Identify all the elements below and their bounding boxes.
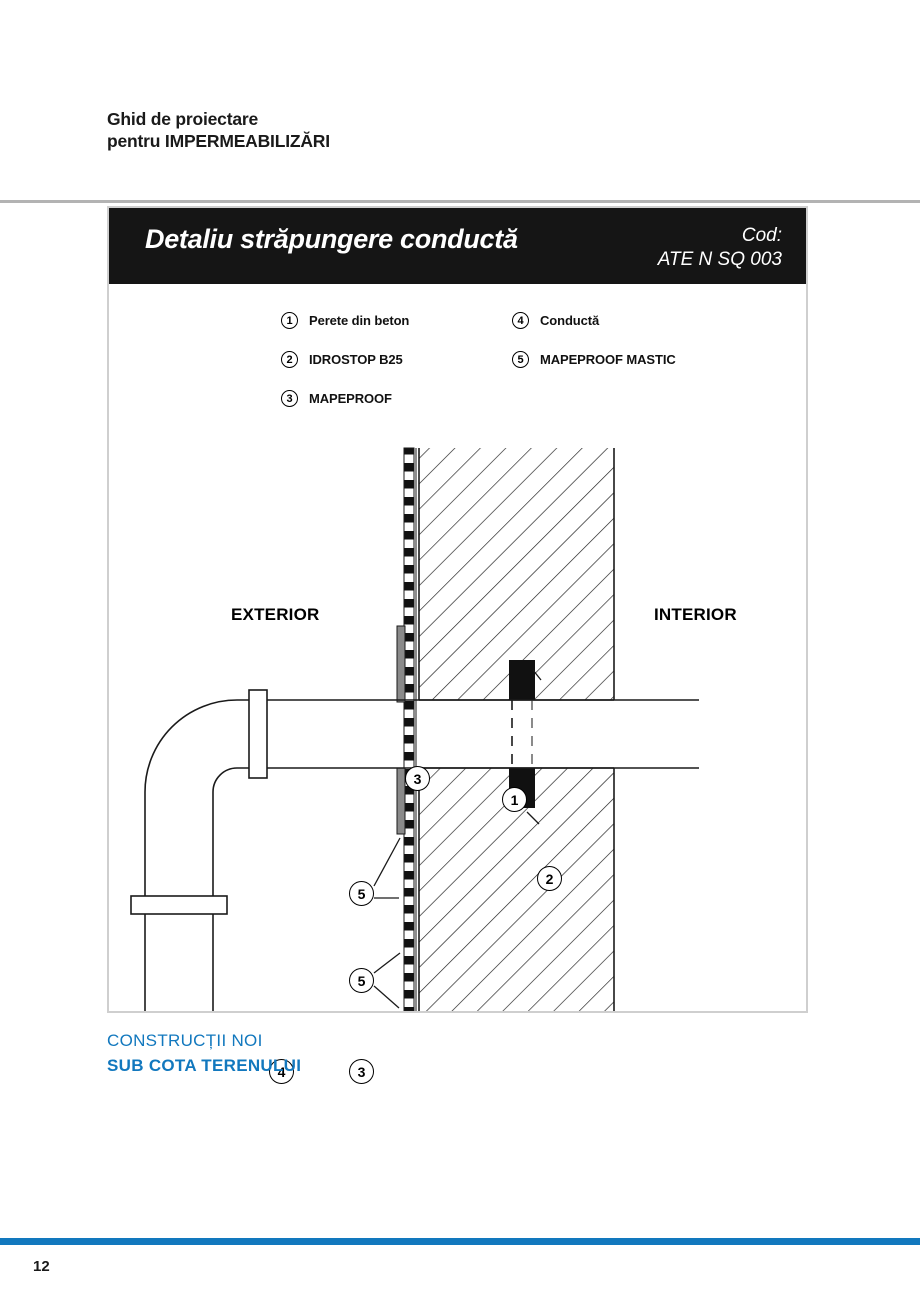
- footer-line-1: CONSTRUCȚII NOI: [107, 1031, 263, 1050]
- legend-label-3: MAPEPROOF: [309, 391, 392, 406]
- legend-bubble-3: 3: [281, 390, 298, 407]
- legend-bubble-2: 2: [281, 351, 298, 368]
- legend-label-2: IDROSTOP B25: [309, 352, 403, 367]
- legend-item-5: 5 MAPEPROOF MASTIC: [512, 351, 676, 368]
- callout-mastic-top: 5: [349, 881, 374, 906]
- legend-label-1: Perete din beton: [309, 313, 410, 328]
- technical-drawing-card: Detaliu străpungere conductă Cod: ATE N …: [107, 206, 808, 1084]
- legend-item-2: 2 IDROSTOP B25: [281, 351, 403, 368]
- label-interior: INTERIOR: [654, 605, 737, 624]
- legend-bubble-1: 1: [281, 312, 298, 329]
- pipe-assembly: [130, 689, 699, 1011]
- page-header: Ghid de proiectare pentru IMPERMEABILIZĂ…: [107, 108, 707, 152]
- legend-label-5: MAPEPROOF MASTIC: [540, 352, 676, 367]
- bottom-accent-bar: [0, 1238, 920, 1245]
- callout-waterstop: 2: [537, 866, 562, 891]
- legend-bubble-4: 4: [512, 312, 529, 329]
- header-line-1: Ghid de proiectare: [107, 109, 259, 129]
- legend: 1 Perete din beton 2 IDROSTOP B25 3 MAPE…: [109, 284, 806, 424]
- page-number: 12: [33, 1258, 50, 1275]
- header-divider: [0, 200, 920, 203]
- pipe-penetration-section-drawing: [109, 208, 806, 1011]
- label-exterior: EXTERIOR: [231, 605, 320, 624]
- drawing-code-block: Cod: ATE N SQ 003: [658, 224, 782, 272]
- code-label: Cod:: [741, 225, 782, 246]
- drawing-title: Detaliu străpungere conductă: [145, 224, 518, 254]
- drawing-title-bar: Detaliu străpungere conductă Cod: ATE N …: [109, 208, 806, 284]
- legend-label-4: Conductă: [540, 313, 600, 328]
- header-line-2: pentru IMPERMEABILIZĂRI: [107, 131, 330, 151]
- drawing-area: EXTERIOR INTERIOR 3 1 2 5 5 4 3: [109, 208, 806, 1084]
- code-value: ATE N SQ 003: [657, 249, 782, 270]
- legend-item-4: 4 Conductă: [512, 312, 599, 329]
- footer-line-2: SUB COTA TERENULUI: [107, 1056, 302, 1075]
- legend-item-3: 3 MAPEPROOF: [281, 390, 392, 407]
- callout-pipe: 4: [269, 1059, 294, 1084]
- leader-lines: [373, 669, 542, 1009]
- concrete-wall: [418, 448, 615, 1011]
- callout-membrane-top: 3: [405, 766, 430, 791]
- idrostop-waterstop: [509, 660, 535, 808]
- section-footer: CONSTRUCȚII NOI SUB COTA TERENULUI: [107, 1028, 301, 1078]
- legend-bubble-5: 5: [512, 351, 529, 368]
- legend-item-1: 1 Perete din beton: [281, 312, 409, 329]
- callout-mastic-bottom: 5: [349, 968, 374, 993]
- callout-wall: 1: [502, 787, 527, 812]
- callout-membrane-bottom: 3: [349, 1059, 374, 1084]
- mapeproof-membrane: [403, 447, 417, 1011]
